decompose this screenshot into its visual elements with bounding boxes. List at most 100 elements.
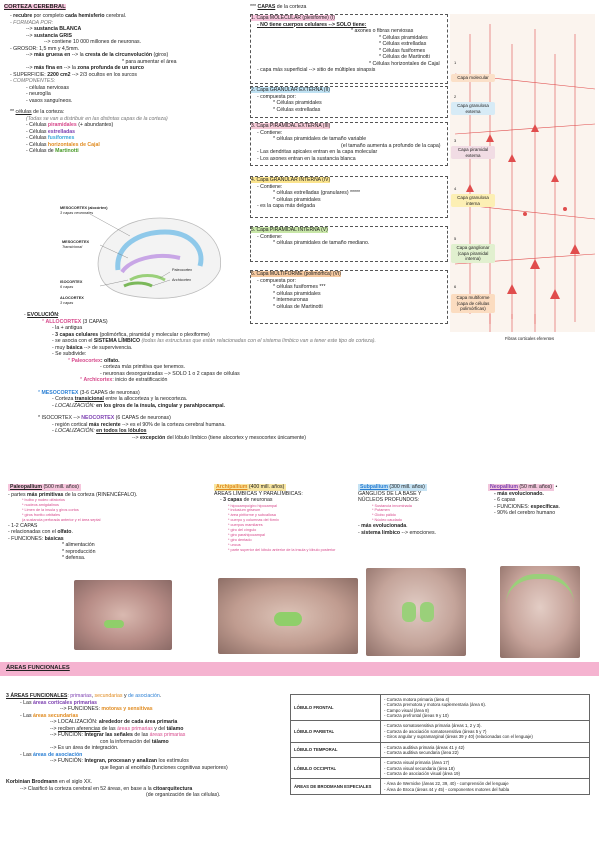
- list-item: * giros frontto orbitales: [22, 512, 60, 517]
- text: cada hemisferio: [65, 13, 105, 20]
- lobe-cell: LÓBULO FRONTAL: [290, 693, 381, 722]
- text: - más evolucionado.: [494, 490, 544, 497]
- highlight-region: [506, 574, 574, 604]
- text: por completo: [32, 13, 66, 20]
- text: * Células fusiformes: [379, 47, 426, 54]
- text: --> FUNCIÓN:: [50, 758, 85, 764]
- text: -->: [26, 52, 34, 59]
- text: - Las: [20, 751, 33, 758]
- text: - 1-2 CAPAS: [8, 522, 38, 529]
- text: - Contiene:: [257, 183, 283, 190]
- list-item: * indusium griseum: [228, 508, 261, 513]
- text: (el tamaño aumenta a profundo de la capa…: [341, 142, 441, 149]
- text: * reproducción: [62, 548, 96, 555]
- text: áreas secundarias: [32, 712, 79, 719]
- layer-heading: 1. Capa MOLECULAR (plexiforme) (I): [251, 15, 335, 22]
- lobe-cell: LÓBULO TEMPORAL: [290, 741, 381, 759]
- text: * ISOCORTEX -->: [38, 415, 82, 421]
- text: -: [358, 529, 362, 536]
- text: --> Clasificó la corteza cerebral en 52 …: [20, 785, 154, 792]
- text: -: [358, 523, 362, 530]
- text: .: [558, 503, 561, 510]
- text: FORMADA POR:: [13, 19, 54, 26]
- highlight-region: [104, 620, 124, 628]
- table-row: LÓBULO FRONTAL- Corteza motora primaria …: [290, 693, 590, 722]
- text: SISTEMA LÍMBICO: [93, 338, 141, 344]
- text: * para aumentar el área: [122, 58, 177, 65]
- text: (6 CAPAS de neuronas): [114, 415, 171, 421]
- list-item: - Área de Wernicke (áreas 22, 39, 40) - …: [384, 781, 509, 787]
- lobe-cell: ÁREAS DE BRODMANN ESPECIALES: [290, 778, 381, 796]
- text: : inicio de estratificación: [112, 377, 168, 383]
- list-item: * cuerpo y columnas del fórnix: [228, 518, 279, 523]
- list-item: * nucleos amigdalinos: [22, 502, 59, 507]
- text: sistema límbico: [361, 529, 401, 536]
- text: 3 ÁREAS FUNCIONALES: [6, 693, 68, 699]
- text: -: [24, 312, 28, 318]
- neopallium-brain-image: [500, 566, 580, 658]
- text: - Células: [26, 128, 48, 135]
- layer-4-tag: Capa granulosa interna: [451, 194, 495, 208]
- text: *: [42, 318, 46, 325]
- text: ,: [91, 693, 95, 699]
- paleo-structure-list: * bulbo y nudeo olfatorios * nucleos ami…: [8, 498, 208, 523]
- efferent-label: Fibras corticales eferentes: [505, 336, 555, 341]
- list-item: * cuerpos mamilares: [228, 523, 263, 528]
- text: - Se subdivide:: [52, 351, 87, 357]
- lobe-cell: LÓBULO OCCIPITAL: [290, 757, 381, 780]
- text: áreas primarias: [117, 725, 153, 732]
- text: -->: [132, 434, 140, 441]
- brain-illustration: [89, 213, 222, 299]
- list-item: * Núcleo caudado: [372, 518, 402, 523]
- label: 3 capas neuronales: [60, 210, 94, 215]
- text: de las: [100, 725, 118, 732]
- areas-header-bar: ÁREAS FUNCIONALES: [0, 662, 599, 676]
- text: --> la: [70, 52, 86, 59]
- text: *: [80, 377, 84, 383]
- text: áreas de asociación: [32, 751, 83, 758]
- text: (3 CAPAS): [81, 318, 108, 325]
- label: 3 capas: [60, 300, 74, 305]
- layer-5-tag: Capa ganglionar (capa piramidal interna): [451, 244, 495, 263]
- list-item: - Corteza motora primaria (área 4): [384, 697, 450, 702]
- text: transicional: [74, 396, 104, 402]
- text: * células piramidales de tamaño variable: [273, 136, 367, 142]
- text: Integran, procesan y analizan: [84, 758, 158, 764]
- layer-1-box: 1. Capa MOLECULAR (plexiforme) (I) - NO …: [250, 14, 448, 84]
- section-title: ÁREAS FUNCIONALES: [6, 665, 70, 671]
- text: * interneuronas: [273, 297, 309, 303]
- text: - Células de: [26, 148, 56, 155]
- text: horizontales de Cajal: [47, 141, 100, 148]
- layer-3-box: 3. Capa PIRAMIDAL EXTERNA (III) - Contie…: [250, 122, 448, 166]
- text: :: [67, 693, 71, 699]
- text: Korbinian Brodmann: [6, 779, 58, 785]
- text: en todos los lóbulos: [96, 428, 147, 434]
- section-title: CORTEZA CEREBRAL: [4, 4, 66, 10]
- text: de la corteza:: [31, 109, 65, 116]
- areas-cell: - Corteza auditiva primaria (áreas 41 y …: [380, 741, 590, 759]
- layer-number: 5: [454, 236, 457, 241]
- list-item: - Corteza visual primaria (área 17): [384, 760, 450, 766]
- text: --> FUNCIONES:: [60, 706, 102, 712]
- text: 3 capas celulares: [55, 331, 99, 338]
- text: (todas las estructuras que están relacio…: [140, 338, 376, 344]
- text: --> 2/3 ocultos en los surcos: [70, 71, 138, 78]
- text: - compuesta por:: [257, 93, 296, 100]
- text: más gruesa en: [33, 52, 71, 59]
- text: - Las dendritas apicales entran en la ca…: [257, 149, 378, 155]
- text: Martinotti: [55, 148, 79, 155]
- text: - capa más superficial --> sitio de múlt…: [257, 67, 376, 73]
- list-item: - Corteza premotora y motora suplementar…: [384, 702, 486, 708]
- text: -->: [26, 65, 34, 72]
- label: ALOCORTEX: [60, 296, 84, 300]
- text: * células de Martinotti: [273, 303, 323, 310]
- text: tálamo: [151, 738, 169, 745]
- text: con la información del: [100, 738, 152, 745]
- sub-structure-list: * Sustancia innominada * Putamen * Globo…: [358, 504, 478, 524]
- text: Neopallium: [490, 484, 518, 490]
- text: - compuesta por:: [257, 277, 296, 284]
- text: áreas corticales primarias: [32, 699, 98, 706]
- text: básica: [66, 344, 83, 351]
- areas-cell: - Corteza motora primaria (área 4)- Cort…: [380, 693, 590, 722]
- text: de las: [132, 732, 150, 738]
